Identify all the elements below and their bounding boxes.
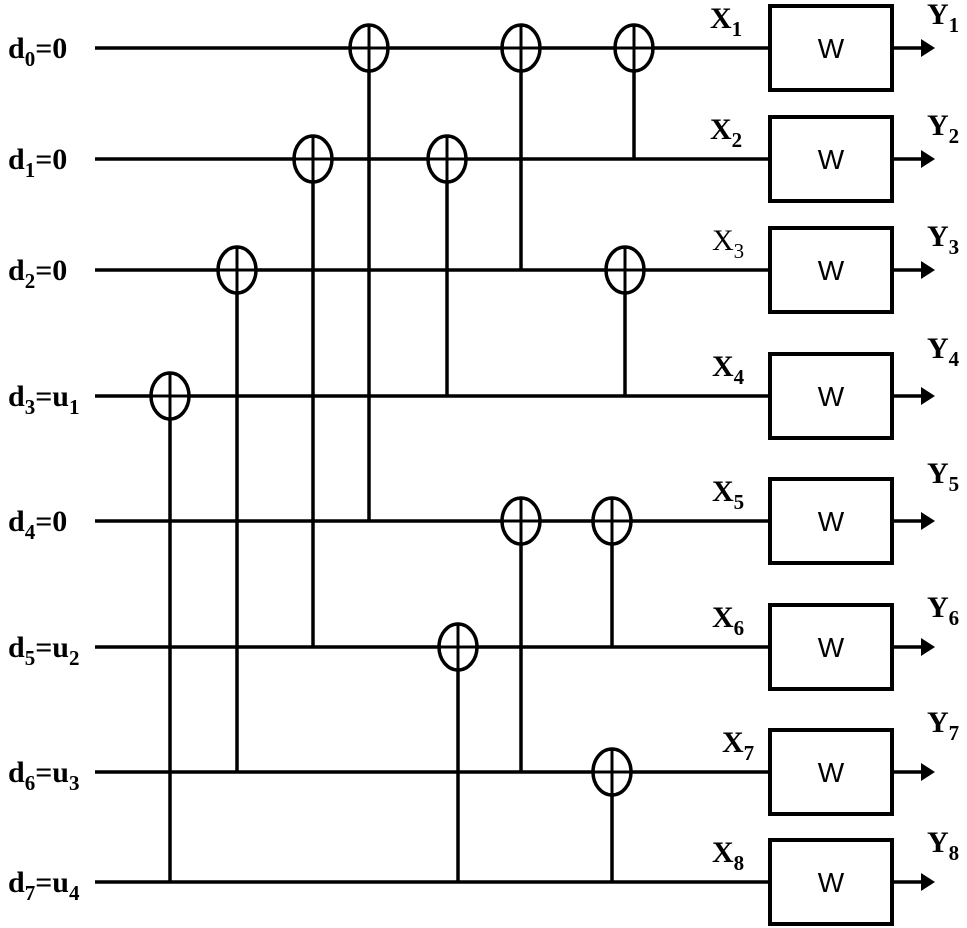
w-box-label: W <box>818 144 845 175</box>
w-block-7: W <box>768 838 935 926</box>
x-label-1: X2 <box>710 113 742 152</box>
input-label-7: d7=u4 <box>8 866 80 905</box>
x-label-2: X3 <box>712 224 744 263</box>
input-label-5: d5=u2 <box>8 631 79 670</box>
w-box <box>768 728 894 816</box>
w-box-label: W <box>818 506 845 537</box>
w-box <box>768 352 894 440</box>
x-label-0: X1 <box>710 2 742 41</box>
y-label-1: Y2 <box>927 109 959 148</box>
w-box <box>768 477 894 565</box>
input-label-2: d2=0 <box>8 254 67 293</box>
w-box-label: W <box>818 381 845 412</box>
arrow-head <box>921 150 935 168</box>
xor-connectors <box>168 48 636 882</box>
y-label-2: Y3 <box>927 220 959 259</box>
w-block-0: W <box>768 4 935 92</box>
y-label-3: Y4 <box>927 332 960 371</box>
xor-gate <box>149 371 191 421</box>
w-block-3: W <box>768 352 935 440</box>
input-label-0: d0=0 <box>8 32 67 71</box>
xor-gates <box>149 23 655 797</box>
arrow-head <box>921 638 935 656</box>
w-box <box>768 226 894 314</box>
w-block-2: W <box>768 226 935 314</box>
x-label-6: X7 <box>722 726 754 765</box>
w-box-label: W <box>818 33 845 64</box>
wires <box>95 46 770 884</box>
y-label-0: Y1 <box>927 0 959 37</box>
xor-gate <box>426 134 468 184</box>
xor-gate <box>500 496 542 546</box>
w-box-label: W <box>818 757 845 788</box>
xor-gate <box>613 23 655 73</box>
xor-gate <box>292 134 334 184</box>
arrow-head <box>921 261 935 279</box>
arrow-head <box>921 387 935 405</box>
xor-gate <box>348 23 390 73</box>
xor-gate <box>437 622 479 672</box>
y-label-5: Y6 <box>927 591 959 630</box>
y-label-4: Y5 <box>927 457 959 496</box>
w-block-4: W <box>768 477 935 565</box>
w-box-label: W <box>818 632 845 663</box>
input-label-1: d1=0 <box>8 143 67 182</box>
w-box <box>768 603 894 691</box>
x-label-5: X6 <box>712 601 744 640</box>
w-block-5: W <box>768 603 935 691</box>
x-label-7: X8 <box>712 836 744 875</box>
input-label-4: d4=0 <box>8 505 67 544</box>
labels: d0=0 d1=0 d2=0 d3=u1 d4=0 d5=u2 d6=u3 d7=u4 X1X2… <box>8 0 960 905</box>
arrow-head <box>921 763 935 781</box>
y-label-7: Y8 <box>927 826 959 865</box>
w-blocks: W W W W W W W W <box>768 4 935 926</box>
w-block-6: W <box>768 728 935 816</box>
w-box-label: W <box>818 867 845 898</box>
xor-gate <box>604 245 646 295</box>
arrow-head <box>921 512 935 530</box>
x-label-3: X4 <box>712 350 745 389</box>
arrow-head <box>921 873 935 891</box>
xor-gate <box>500 23 542 73</box>
xor-gate <box>591 496 633 546</box>
input-label-6: d6=u3 <box>8 756 79 795</box>
w-box <box>768 838 894 926</box>
w-block-1: W <box>768 115 935 203</box>
y-label-6: Y7 <box>927 706 959 745</box>
x-label-4: X5 <box>712 475 744 514</box>
input-label-3: d3=u1 <box>8 380 79 419</box>
arrow-head <box>921 39 935 57</box>
w-box-label: W <box>818 255 845 286</box>
xor-gate <box>216 245 258 295</box>
xor-gate <box>591 747 633 797</box>
